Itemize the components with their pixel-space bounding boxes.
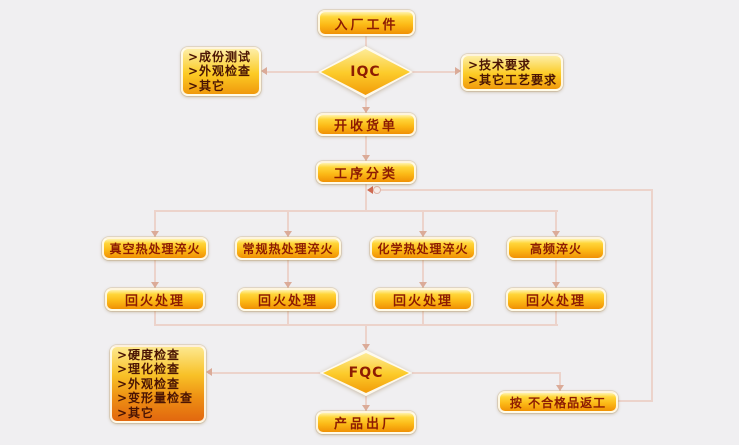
connector-line — [422, 311, 424, 326]
arrow-left-icon — [206, 368, 212, 376]
fqc-note-item: >理化检查 — [117, 362, 181, 377]
connector-line — [559, 372, 561, 391]
arrow-down-icon — [362, 405, 370, 411]
iqc-note-left-item: >成份测试 — [188, 49, 252, 64]
receipt-label: 开收货单 — [333, 119, 398, 134]
fqc-label: FQC — [348, 365, 384, 381]
arrow-right-icon — [455, 67, 461, 75]
process-classify-box: 工序分类 — [316, 161, 416, 184]
connector-line — [263, 71, 320, 73]
connector-line — [412, 372, 561, 374]
branch-vacuum-quench-label: 真空热处理淬火 — [109, 242, 201, 256]
arrow-down-icon — [151, 282, 159, 288]
temper-box-1: 回火处理 — [105, 288, 205, 311]
connector-line — [287, 210, 289, 237]
iqc-note-left-box: >成份测试 >外观检查 >其它 — [181, 47, 261, 96]
temper-box-2: 回火处理 — [238, 288, 338, 311]
arrow-down-icon — [362, 344, 370, 350]
connector-line — [555, 311, 557, 326]
entry-workpiece-box: 入厂工件 — [318, 10, 415, 36]
iqc-note-right-item: >其它工艺要求 — [468, 72, 558, 87]
connector-line — [618, 400, 653, 402]
iqc-diamond: IQC — [318, 46, 413, 98]
connector-line — [422, 260, 424, 288]
connector-line — [555, 210, 557, 237]
rework-box: 按 不合格品返工 — [498, 391, 618, 413]
temper-label: 回火处理 — [257, 294, 318, 309]
connector-line — [422, 210, 424, 237]
temper-label: 回火处理 — [392, 294, 453, 309]
fqc-note-item: >其它 — [117, 405, 155, 420]
iqc-note-right-item: >技术要求 — [468, 58, 532, 72]
fqc-note-item: >变形量检查 — [117, 391, 194, 406]
connector-line — [154, 260, 156, 288]
connector-line — [287, 311, 289, 326]
iqc-label: IQC — [350, 64, 381, 80]
receipt-box: 开收货单 — [316, 113, 416, 136]
connector-line — [208, 372, 320, 374]
branch-chemical-quench-box: 化学热处理淬火 — [370, 237, 476, 260]
temper-box-3: 回火处理 — [373, 288, 473, 311]
connector-line — [365, 36, 367, 47]
connector-line — [365, 136, 367, 161]
branch-chemical-quench-label: 化学热处理淬火 — [377, 242, 469, 256]
connector-line — [368, 189, 653, 191]
process-classify-label: 工序分类 — [333, 167, 398, 182]
arrow-down-icon — [151, 231, 159, 237]
arrow-down-icon — [552, 231, 560, 237]
rework-label: 按 不合格品返工 — [509, 395, 607, 410]
connector-line — [651, 189, 653, 402]
arrow-down-icon — [362, 155, 370, 161]
connector-line — [154, 210, 156, 237]
ship-label: 产品出厂 — [333, 417, 398, 432]
fqc-note-item: >外观检查 — [117, 376, 181, 391]
branch-hf-quench-box: 高频淬火 — [507, 237, 605, 260]
junction-dot-icon — [373, 186, 381, 194]
arrow-down-icon — [284, 231, 292, 237]
temper-label: 回火处理 — [124, 294, 185, 309]
connector-line — [154, 210, 558, 212]
fqc-diamond: FQC — [320, 350, 412, 396]
branch-hf-quench-label: 高频淬火 — [529, 242, 582, 256]
ship-box: 产品出厂 — [316, 411, 416, 434]
connector-line — [410, 71, 458, 73]
entry-workpiece-label: 入厂工件 — [334, 17, 399, 33]
connector-line — [555, 260, 557, 288]
connector-line — [365, 324, 367, 350]
fqc-note-item: >硬度检查 — [117, 347, 181, 362]
arrow-down-icon — [552, 282, 560, 288]
branch-vacuum-quench-box: 真空热处理淬火 — [102, 237, 208, 260]
iqc-note-left-item: >外观检查 — [188, 64, 252, 79]
arrow-down-icon — [556, 385, 564, 391]
connector-line — [365, 97, 367, 113]
arrow-left-icon — [367, 186, 373, 194]
connector-line — [365, 184, 367, 212]
connector-line — [287, 260, 289, 288]
branch-conventional-quench-label: 常规热处理淬火 — [242, 242, 334, 256]
temper-box-4: 回火处理 — [506, 288, 606, 311]
arrow-down-icon — [284, 282, 292, 288]
branch-conventional-quench-box: 常规热处理淬火 — [235, 237, 341, 260]
fqc-note-box: >硬度检查 >理化检查 >外观检查 >变形量检查 >其它 — [110, 345, 206, 423]
arrow-left-icon — [261, 67, 267, 75]
arrow-down-icon — [362, 107, 370, 113]
arrow-down-icon — [419, 231, 427, 237]
iqc-note-left-item: >其它 — [188, 78, 226, 93]
arrow-down-icon — [419, 282, 427, 288]
connector-line — [365, 396, 367, 411]
temper-label: 回火处理 — [525, 294, 586, 309]
connector-line — [154, 324, 558, 326]
connector-line — [154, 311, 156, 326]
iqc-note-right-box: >技术要求 >其它工艺要求 — [461, 54, 563, 91]
